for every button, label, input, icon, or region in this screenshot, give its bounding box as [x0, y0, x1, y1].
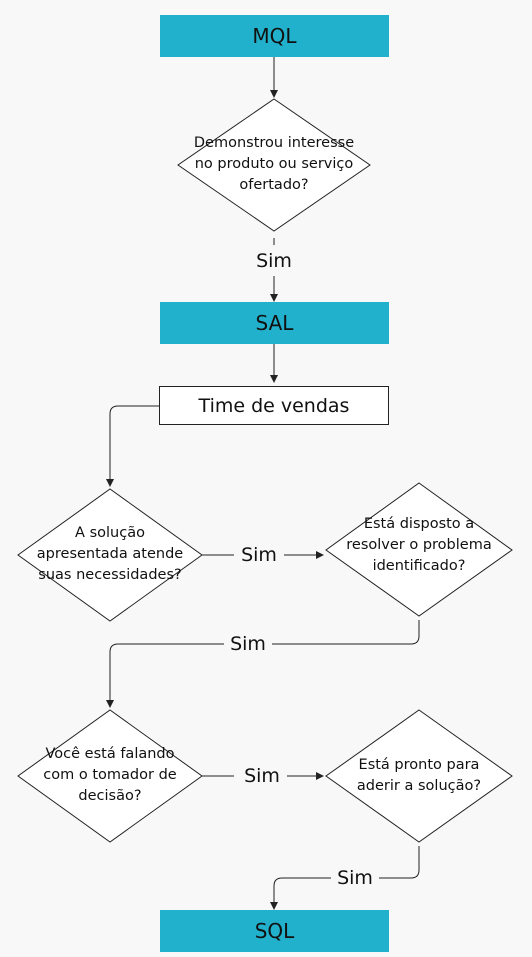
interest-diamond — [177, 98, 371, 232]
edge-label-ready-sql: Sim — [335, 867, 375, 889]
edge-ready-sql-right — [379, 846, 420, 879]
edge-ready-sql-left — [270, 877, 331, 910]
solution-question: A solução apresentada atende suas necess… — [36, 525, 184, 583]
edge-label-decision-ready: Sim — [242, 765, 282, 787]
sal-node: SAL — [160, 302, 389, 344]
sales-team-node: Time de vendas — [159, 386, 389, 425]
interest-question: Demonstrou interesse no produto ou servi… — [193, 135, 355, 193]
ready-question: Está pronto para aderir a solução? — [356, 757, 482, 794]
sql-node: SQL — [160, 910, 389, 952]
solution-diamond — [17, 488, 203, 622]
edge-label-solution-willing: Sim — [239, 544, 279, 566]
willing-diamond — [325, 482, 513, 617]
edge-willing-decision-right — [272, 620, 420, 645]
edge-label-interest-sal: Sim — [254, 250, 294, 272]
edge-willing-decision-left — [106, 643, 224, 708]
decision-question: Você está falando com o tomador de decis… — [43, 746, 177, 804]
decision-diamond — [17, 709, 203, 843]
willing-question: Está disposto a resolver o problema iden… — [346, 516, 492, 574]
edge-team-solution — [106, 405, 159, 487]
mql-node: MQL — [160, 15, 389, 57]
edge-label-willing-decision: Sim — [228, 633, 268, 655]
ready-diamond — [325, 709, 513, 843]
